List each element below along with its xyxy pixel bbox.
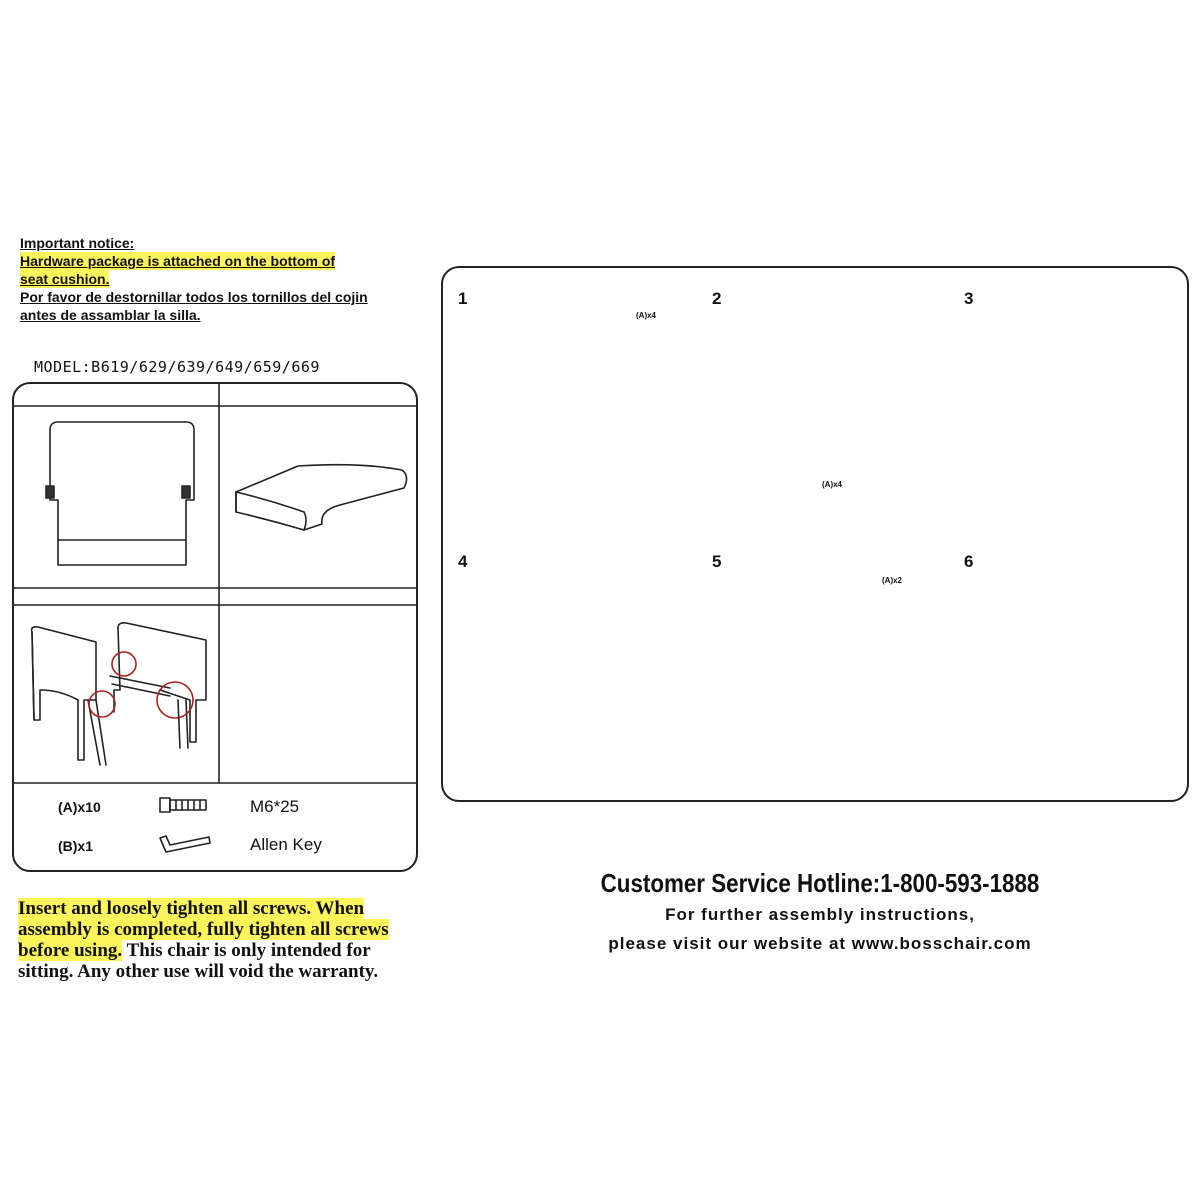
notice-heading: Important notice: bbox=[20, 235, 135, 251]
warning-line-3-rest: This chair is only intended for bbox=[122, 940, 371, 961]
hardware-b-label: (B)x1 bbox=[58, 838, 94, 854]
step-5-callout: (A)x2 bbox=[882, 576, 903, 585]
step-number-5: 5 bbox=[712, 552, 722, 571]
hardware-a-desc: M6*25 bbox=[250, 797, 300, 816]
warning-line-4: sitting. Any other use will void the war… bbox=[18, 961, 379, 982]
parts-panel bbox=[12, 382, 418, 872]
assembly-steps-panel bbox=[441, 266, 1189, 802]
hardware-b-desc: Allen Key bbox=[250, 835, 322, 854]
customer-service-hotline: Customer Service Hotline:1-800-593-1888 bbox=[600, 868, 1040, 898]
step-number-2: 2 bbox=[712, 289, 722, 308]
notice-line-3: Por favor de destornillar todos los torn… bbox=[20, 289, 368, 305]
step-2-callout: (A)x4 bbox=[822, 480, 843, 489]
armrest-assembly-icon bbox=[30, 622, 207, 766]
notice-line-4: antes de assamblar la silla. bbox=[20, 307, 201, 323]
notice-line-2: seat cushion. bbox=[20, 270, 110, 288]
hardware-a-label: (A)x10 bbox=[58, 799, 101, 815]
seat-cushion-part-icon bbox=[235, 463, 408, 531]
model-number: MODEL:B619/629/639/649/659/669 bbox=[34, 358, 320, 376]
backrest-part-icon bbox=[45, 421, 195, 566]
further-instructions: For further assembly instructions, bbox=[665, 905, 975, 924]
warning-line-2: assembly is completed, fully tighten all… bbox=[18, 919, 389, 940]
allen-key-icon bbox=[159, 835, 211, 853]
warning-line-1: Insert and loosely tighten all screws. W… bbox=[18, 898, 365, 919]
warning-line-3-highlight: before using. bbox=[18, 940, 123, 961]
website-link: please visit our website at www.bosschai… bbox=[608, 934, 1032, 953]
important-notice: Important notice: Hardware package is at… bbox=[20, 234, 368, 324]
step-number-4: 4 bbox=[458, 552, 468, 571]
warning-text: Insert and loosely tighten all screws. W… bbox=[18, 898, 478, 982]
bolt-icon bbox=[159, 797, 207, 813]
step-number-6: 6 bbox=[964, 552, 974, 571]
step-number-1: 1 bbox=[458, 289, 468, 308]
notice-line-1: Hardware package is attached on the bott… bbox=[20, 252, 336, 270]
step-1-callout: (A)x4 bbox=[636, 311, 657, 320]
step-number-3: 3 bbox=[964, 289, 974, 308]
